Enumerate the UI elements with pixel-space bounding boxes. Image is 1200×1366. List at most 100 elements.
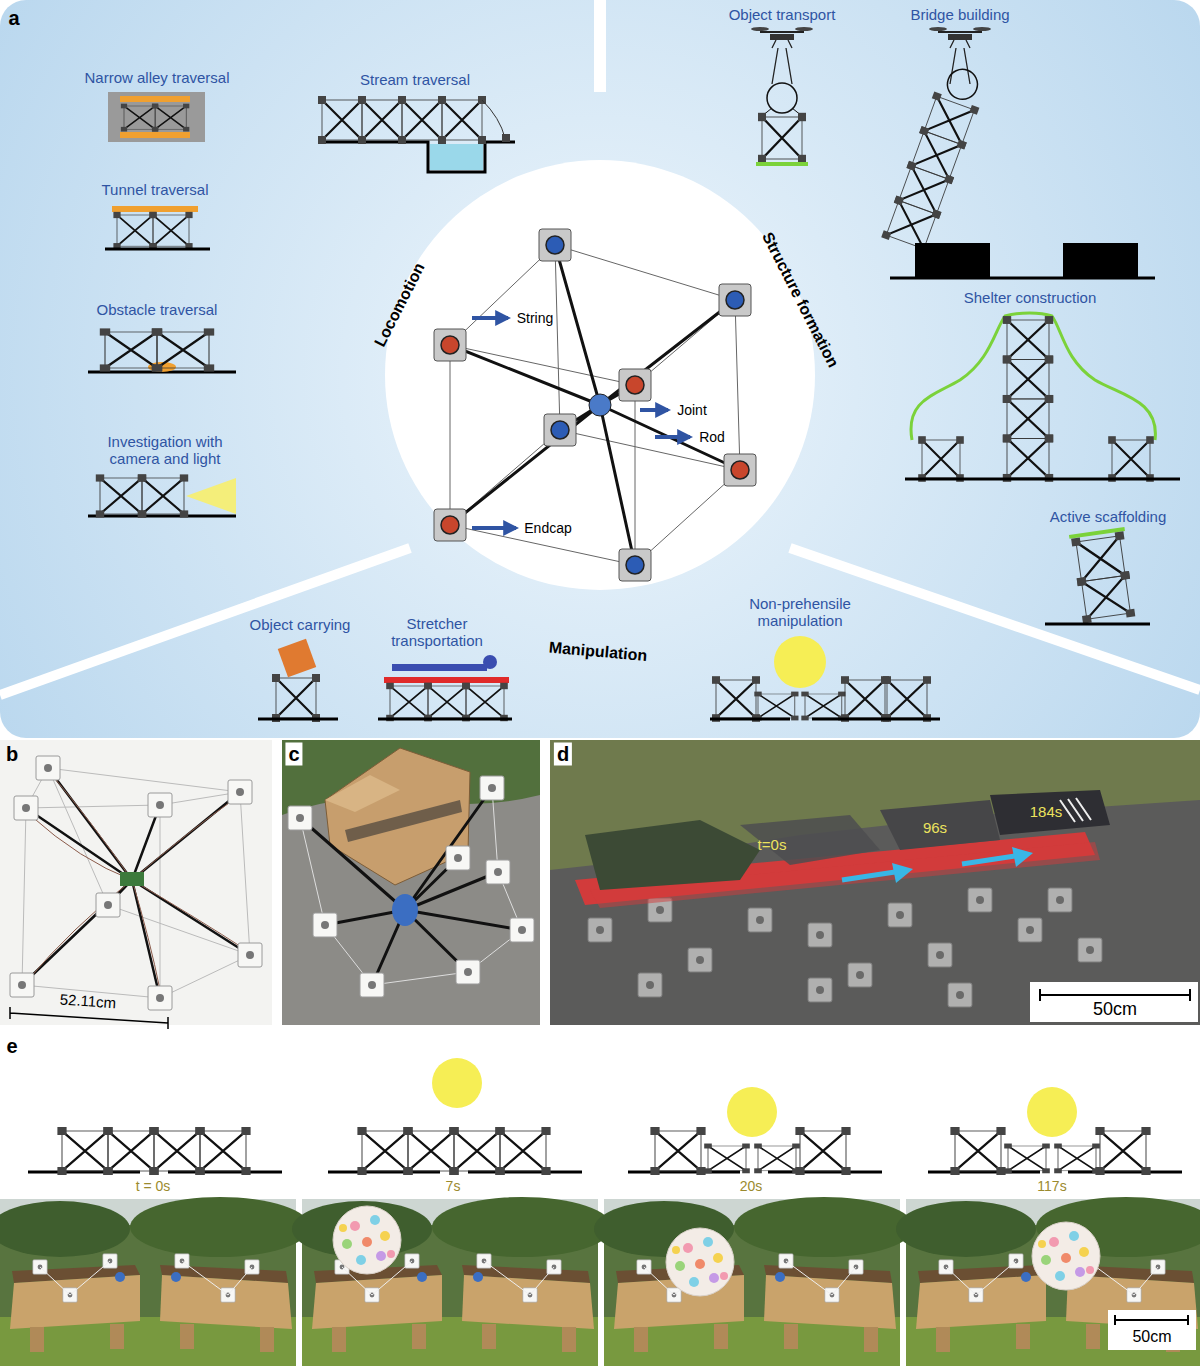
svg-line: [905, 478, 1180, 481]
panel-letter: d: [554, 743, 572, 766]
svg-path: [450, 245, 740, 565]
svg-rect: [120, 872, 144, 886]
svg-use: [918, 436, 964, 482]
svg-circle: [774, 636, 826, 688]
svg-rect: [384, 677, 509, 683]
svg-use: [228, 780, 252, 804]
svg-use: [619, 369, 651, 401]
svg-use: [929, 27, 991, 84]
svg-path: [1060, 798, 1091, 822]
scale-label: 50cm: [1093, 999, 1137, 1020]
svg-path: [762, 108, 802, 116]
svg-use: [928, 943, 952, 967]
svg-polygon: [325, 775, 400, 812]
svg-use: [1054, 1144, 1100, 1174]
svg-use: [446, 846, 470, 870]
time-label: 184s: [1030, 803, 1063, 820]
category-label: Manipulation: [548, 639, 648, 666]
svg-polygon: [585, 820, 760, 890]
svg-g: [881, 62, 990, 254]
task-label: Investigation with camera and light: [90, 433, 240, 468]
svg-polygon: [1012, 847, 1033, 867]
svg-use: [195, 1127, 250, 1175]
svg-line: [258, 718, 338, 721]
svg-use: [148, 793, 172, 817]
svg-circle: [385, 160, 815, 590]
time-label: 7s: [446, 1178, 461, 1194]
svg-rect: [0, 0, 1200, 738]
svg-rect: [756, 162, 808, 166]
panel-a-background: [0, 0, 1200, 738]
svg-rect: [120, 132, 190, 138]
svg-path: [10, 1007, 168, 1029]
svg-path: [710, 718, 940, 721]
svg-use: [238, 943, 262, 967]
svg-polygon: [345, 800, 462, 842]
svg-use: [638, 973, 662, 997]
task-label: Narrow alley traversal: [84, 69, 229, 86]
svg-use: [14, 796, 38, 820]
svg-use: [138, 474, 188, 517]
svg-g: [1069, 527, 1137, 624]
svg-circle: [1027, 1087, 1077, 1137]
svg-line: [790, 548, 1200, 690]
panel-letter: c: [285, 743, 302, 766]
svg-rect: [915, 243, 990, 277]
svg-line: [378, 718, 512, 721]
svg-path: [300, 788, 522, 985]
svg-circle: [589, 394, 611, 416]
svg-use: [333, 1206, 401, 1274]
svg-use: [704, 1144, 750, 1174]
svg-line: [640, 408, 668, 412]
svg-use: [288, 806, 312, 830]
structure-sketches: [751, 27, 1180, 624]
svg-line: [962, 856, 1015, 864]
svg-use: [148, 986, 172, 1010]
svg-rect: [120, 96, 190, 102]
svg-use: [96, 893, 120, 917]
dimension-label: 52.11cm: [59, 990, 116, 1011]
task-label: Shelter construction: [964, 289, 1097, 306]
svg-use: [883, 676, 931, 722]
panel-letter: e: [6, 1035, 17, 1058]
svg-circle: [483, 655, 497, 669]
svg-use: [272, 674, 320, 722]
svg-use: [650, 1127, 705, 1175]
svg-circle: [727, 1087, 777, 1137]
svg-use: [795, 1127, 850, 1175]
svg-circle: [943, 65, 981, 103]
svg-use: [594, 1197, 914, 1366]
svg-use: [588, 918, 612, 942]
svg-rect: [278, 639, 316, 677]
task-label: Stretcher transportation: [380, 615, 495, 650]
svg-use: [968, 888, 992, 912]
svg-use: [1095, 1127, 1150, 1175]
svg-use: [10, 973, 34, 997]
svg-use: [1018, 918, 1042, 942]
svg-path: [450, 245, 740, 565]
svg-line: [890, 277, 1155, 280]
panel-letter: a: [8, 7, 19, 30]
time-label: 20s: [740, 1178, 763, 1194]
task-label: Tunnel traversal: [102, 181, 209, 198]
svg-rect: [430, 144, 483, 170]
svg-use: [434, 329, 466, 361]
task-label: Bridge building: [910, 6, 1009, 23]
svg-path: [318, 142, 515, 172]
svg-use: [666, 1228, 734, 1296]
svg-use: [848, 963, 872, 987]
svg-use: [434, 509, 466, 541]
svg-use: [456, 960, 480, 984]
part-label: Joint: [677, 402, 707, 418]
svg-line: [472, 526, 516, 530]
svg-path: [300, 788, 522, 985]
svg-polygon: [990, 790, 1110, 835]
svg-use: [149, 212, 192, 249]
panel-letter: b: [6, 743, 18, 766]
svg-use: [688, 948, 712, 972]
svg-use: [950, 1127, 1005, 1175]
svg-path: [911, 313, 1155, 440]
svg-path: [1115, 1315, 1188, 1325]
